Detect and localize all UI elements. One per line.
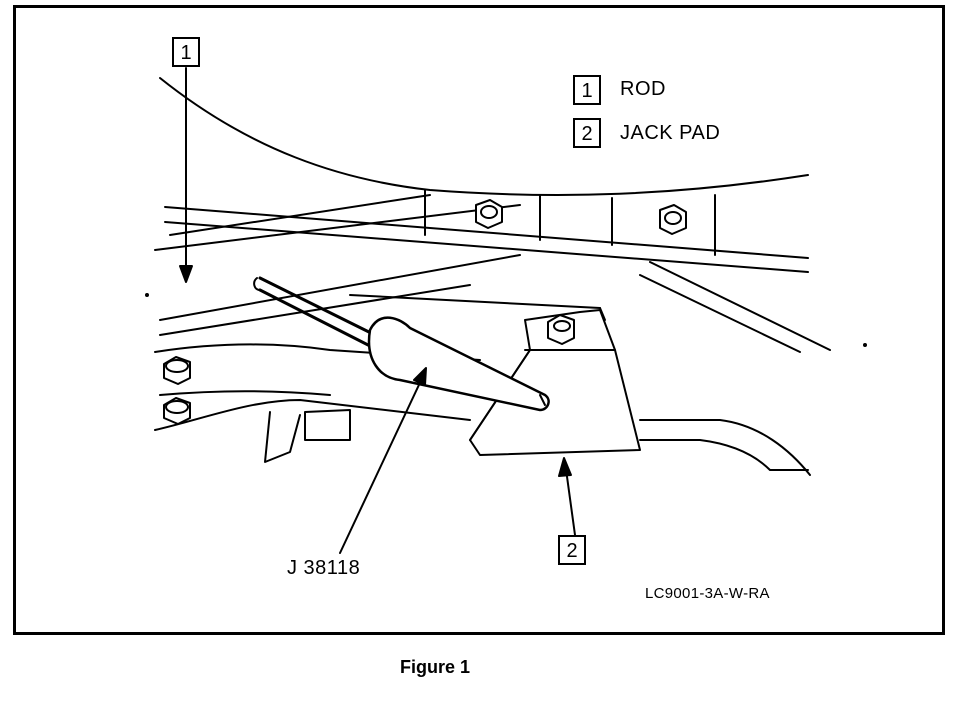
legend-label-jack-pad: JACK PAD	[620, 122, 721, 144]
rod-line	[164, 206, 809, 259]
rod-nut-left	[475, 199, 503, 229]
legend-label-rod: ROD	[620, 78, 666, 100]
body-panel-curve	[159, 77, 809, 196]
legend-number-2: 2	[573, 118, 601, 148]
frame-bolt-upper	[163, 356, 191, 385]
rod-line-lower	[164, 221, 809, 273]
frame-bolt-lower	[163, 397, 191, 425]
rod-callout-box: 1	[172, 37, 200, 67]
jack-pad-bolt	[547, 314, 575, 345]
tool-leader-arrow	[339, 367, 427, 554]
legend-number-1: 1	[573, 75, 601, 105]
figure-caption: Figure 1	[400, 657, 471, 677]
jack-pad-leader-arrow	[558, 457, 576, 536]
drawing-code: LC9001-3A-W-RA	[645, 585, 770, 602]
jack-pad-callout-box: 2	[558, 535, 586, 565]
rod-nut-right	[659, 204, 687, 235]
rod-leader-arrow	[179, 67, 193, 283]
figure-frame	[13, 5, 945, 635]
tool-j38118	[253, 276, 550, 412]
tool-label: J 38118	[287, 557, 361, 579]
